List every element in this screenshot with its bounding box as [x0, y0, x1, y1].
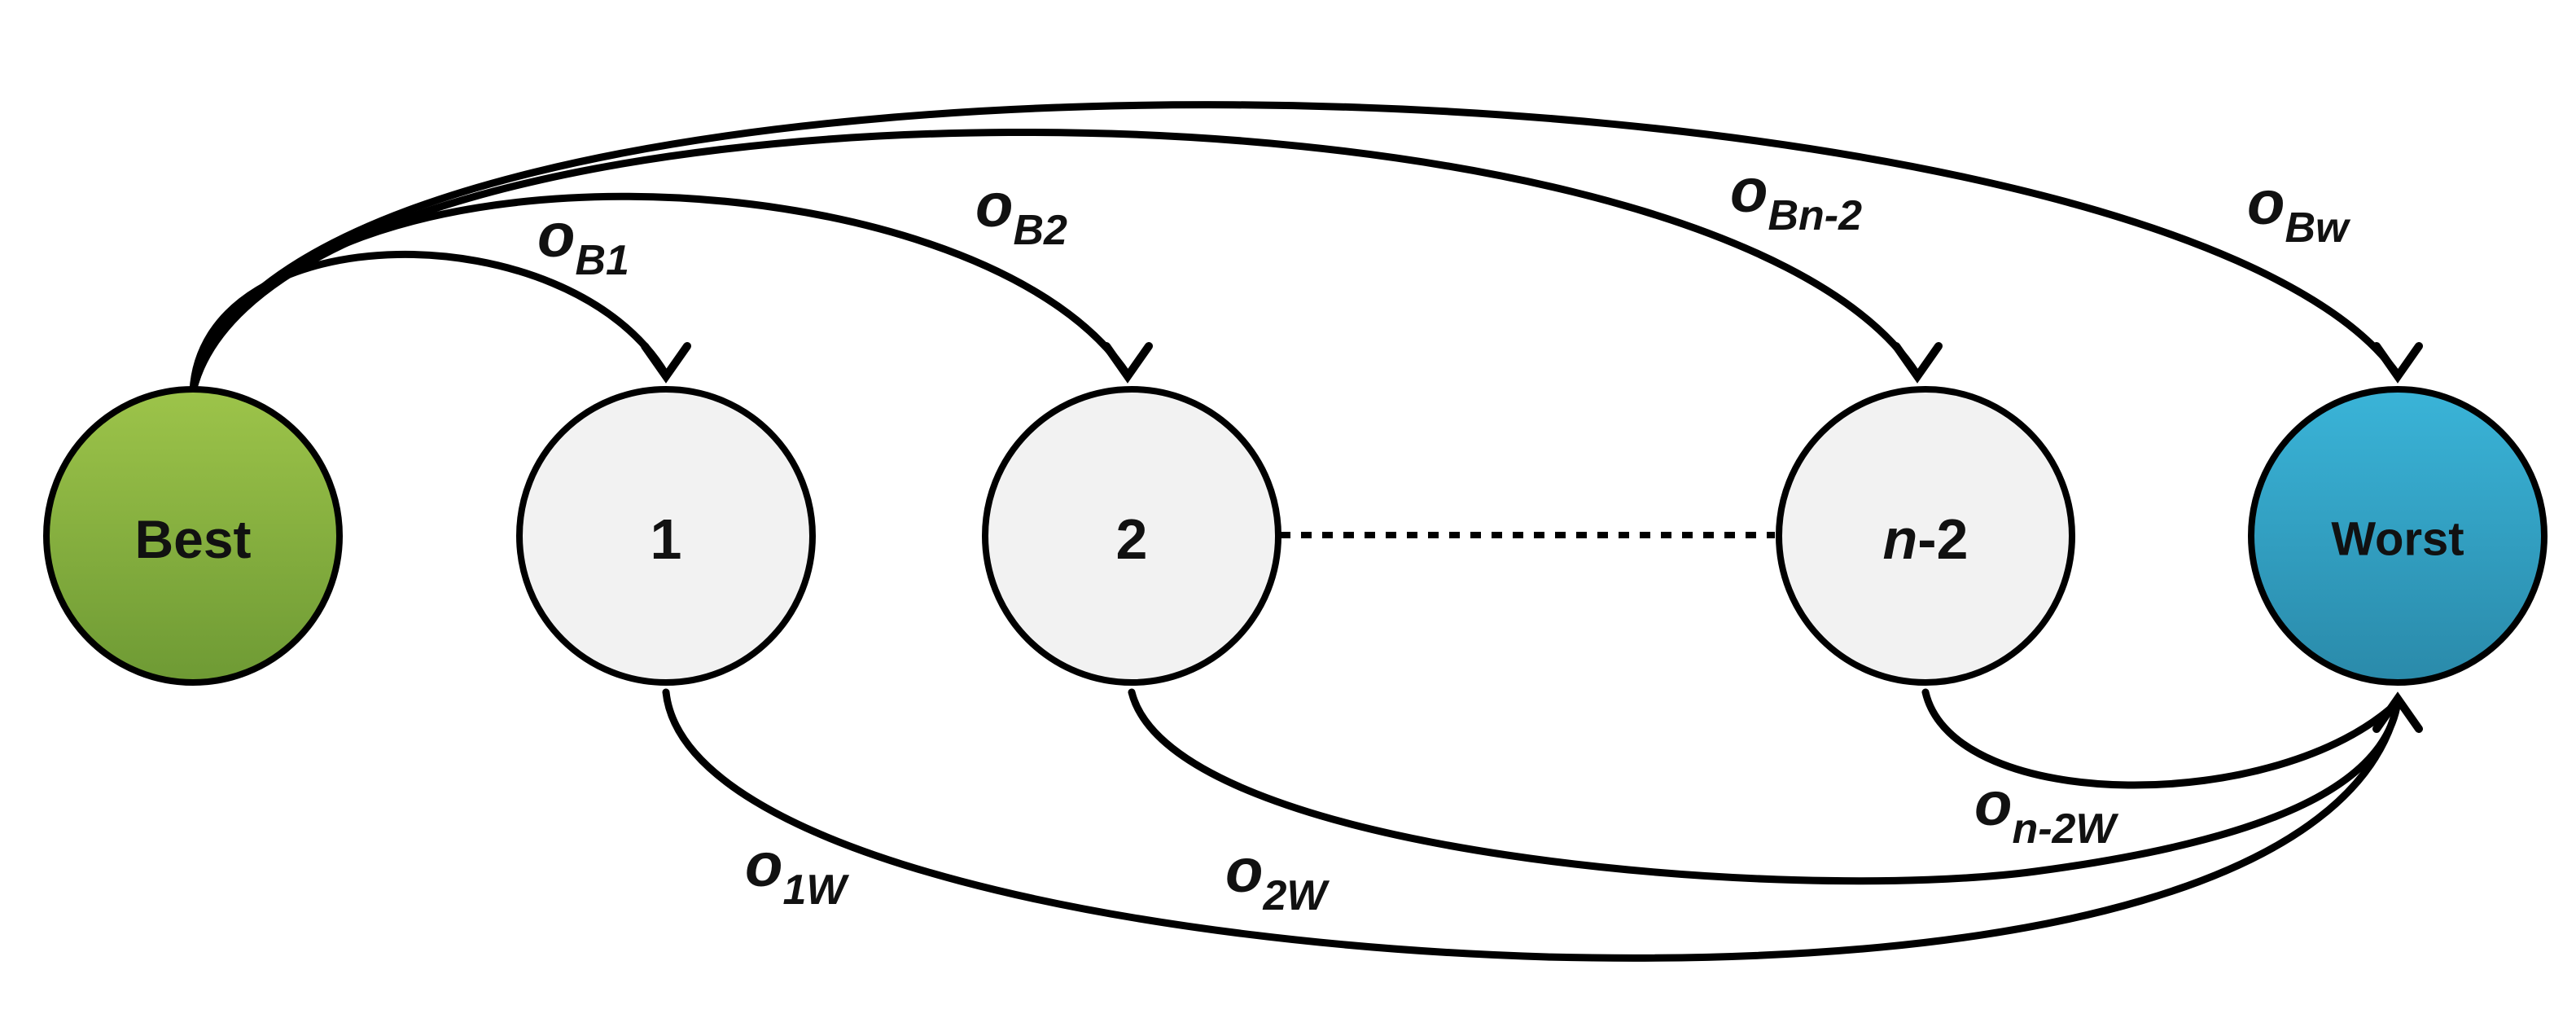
- edge-label-obw-main: o: [2247, 169, 2285, 238]
- edge-label-on2w-sub: n-2W: [2012, 805, 2118, 853]
- node-best-label: Best: [134, 509, 251, 569]
- node-n-2: n-2: [1776, 386, 2075, 686]
- edge-label-o1w: o1W: [745, 831, 849, 914]
- edge-label-o2w: o2W: [1225, 836, 1330, 919]
- edge-label-o2w-sub: 2W: [1262, 872, 1330, 919]
- arrowhead-2: [1102, 342, 1153, 384]
- node-1-circle: [516, 386, 816, 686]
- edge-label-obw-sub: Bw: [2285, 204, 2351, 252]
- edge-label-ob1-main: o: [537, 201, 575, 270]
- node-n-2-label-rest: -2: [1917, 507, 1968, 571]
- node-1-label: 1: [651, 507, 682, 571]
- arc-best-to-worst: [189, 101, 2402, 395]
- edge-label-o1w-main: o: [745, 831, 782, 900]
- node-n-2-label: n-2: [1882, 507, 1968, 571]
- edge-label-on2w-main: o: [1974, 770, 2012, 839]
- edge-label-o2w-main: o: [1225, 836, 1263, 906]
- edge-label-obn2-sub: Bn-2: [1768, 192, 1862, 239]
- arrowhead-n-2: [1892, 342, 1943, 384]
- edge-label-obn2-main: o: [1730, 156, 1768, 226]
- arc-1-to-worst: [662, 688, 2402, 962]
- edge-label-ob2-sub: B2: [1013, 207, 1067, 254]
- arc-best-to-1: [189, 250, 670, 395]
- edge-label-obw: oBw: [2247, 169, 2351, 252]
- node-n-2-circle: [1776, 386, 2075, 686]
- edge-label-ob1-sub: B1: [575, 237, 629, 284]
- arrowhead-1: [641, 342, 691, 384]
- arc-n-2-to-worst: [1921, 688, 2402, 789]
- node-n-2-label-italic: n: [1882, 507, 1917, 571]
- edge-label-on2w: on-2W: [1974, 770, 2118, 853]
- node-2-label: 2: [1116, 507, 1148, 571]
- node-2-circle: [982, 386, 1281, 686]
- edge-label-ob1: oB1: [537, 201, 629, 284]
- arc-best-to-n-2: [189, 129, 1921, 395]
- edge-label-obn2: oBn-2: [1730, 156, 1862, 239]
- node-1: 1: [516, 386, 816, 686]
- node-worst-label: Worst: [2331, 513, 2464, 566]
- node-best: Best: [43, 386, 343, 686]
- edge-label-ob2-main: o: [975, 171, 1013, 240]
- arc-2-to-worst: [1128, 688, 2402, 885]
- node-worst: Worst: [2248, 386, 2548, 686]
- arrowhead-worst-top: [2372, 342, 2423, 384]
- node-2: 2: [982, 386, 1281, 686]
- edge-label-ob2: oB2: [975, 171, 1067, 254]
- arrowhead-worst-bottom: [2372, 691, 2423, 733]
- edge-label-o1w-sub: 1W: [782, 867, 849, 914]
